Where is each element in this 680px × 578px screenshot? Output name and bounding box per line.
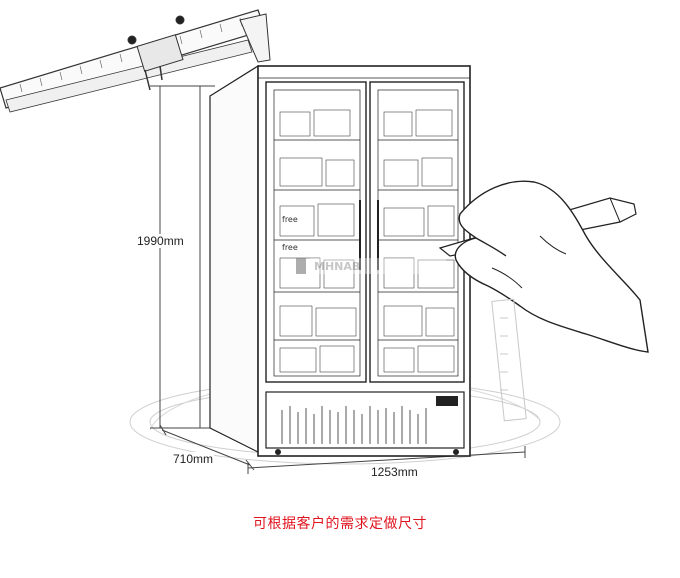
watermark-text: MHNAB <box>314 260 360 273</box>
shelf-label-free-2: free <box>282 243 298 252</box>
vertical-ruler-sketch <box>491 298 527 422</box>
depth-dimension-label: 710mm <box>172 452 215 466</box>
height-dimension-label: 1990mm <box>136 234 185 248</box>
hand-with-pencil <box>438 180 649 353</box>
company-logo-watermark: MHNAB <box>296 258 446 274</box>
depth-dimension-line <box>159 424 255 471</box>
shelf-label-free-1: free <box>282 215 298 224</box>
cooler-cabinet: free free <box>209 64 471 457</box>
width-dimension-label: 1253mm <box>370 465 419 479</box>
width-dimension-line <box>247 446 526 474</box>
custom-size-caption: 可根据客户的需求定做尺寸 <box>253 516 427 532</box>
ruler-caliper <box>0 9 271 113</box>
height-dimension-lines <box>150 85 215 429</box>
